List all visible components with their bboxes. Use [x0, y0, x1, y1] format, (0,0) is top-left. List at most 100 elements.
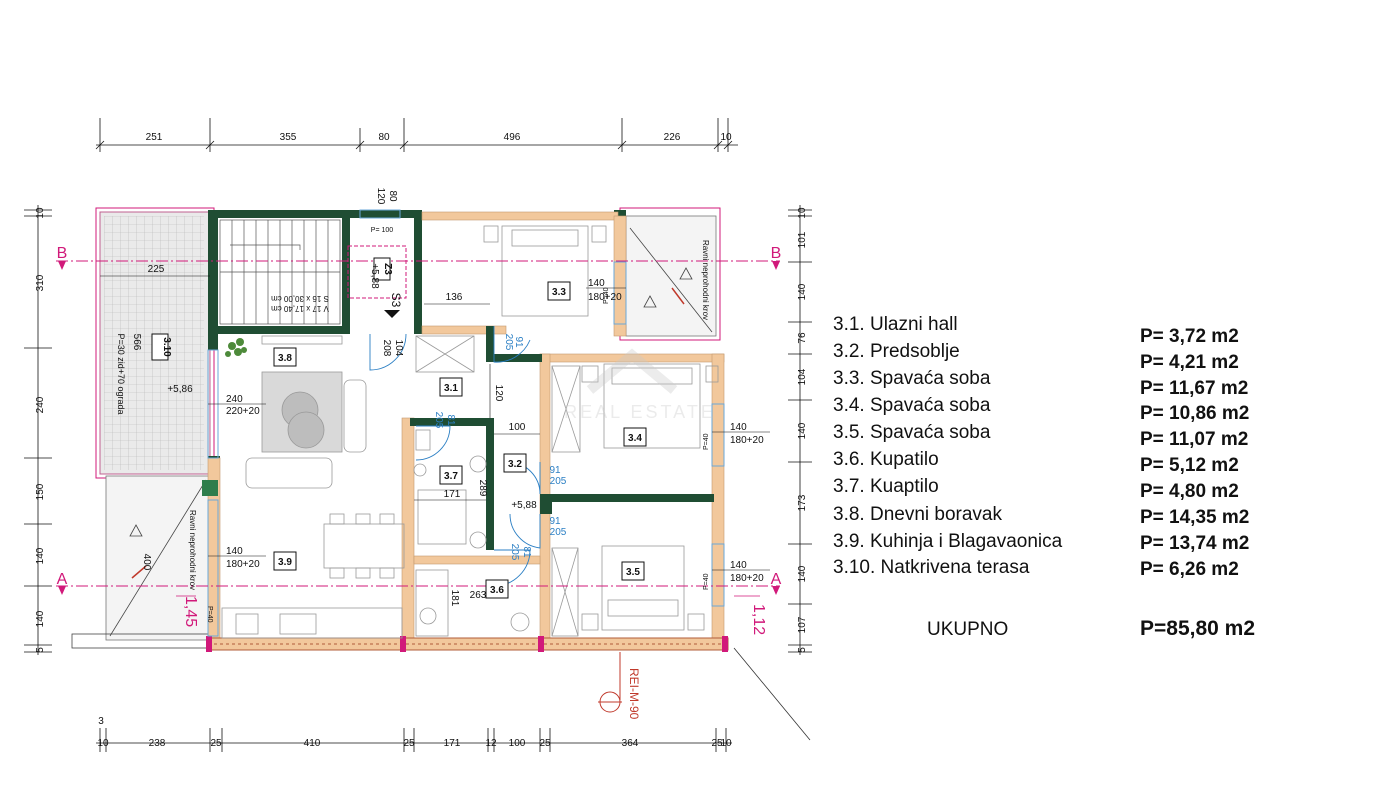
legend-label-5: 3.5. Spavaća soba	[833, 422, 991, 443]
door-hall-width: 91	[513, 336, 524, 348]
dimension-labels-top: 251 355 80 496 226 10	[146, 132, 732, 143]
section-lines	[56, 260, 780, 595]
legend-label-2: 3.2. Predsoblje	[833, 341, 960, 362]
dim-top-4: 496	[504, 132, 521, 143]
dim-right-1: 10	[797, 207, 808, 219]
watermark-text: REAL ESTATE	[564, 402, 716, 422]
room-tags: 3.1 3.2 3.3 3.4 3.5 3.6 3.7 3.8 3.9 3.10…	[151, 257, 647, 599]
door-37-width: 81	[445, 414, 456, 426]
dim-left-1: 10	[35, 207, 46, 219]
door-annotations: 104 208 91 205 81 205 91 205 91 205 81 2…	[381, 334, 567, 561]
room-tag-3-2: 3.2	[508, 459, 522, 470]
window-annotations: 240 220+20 140 180+20 P=40 140 180+20 P=…	[206, 278, 770, 623]
legend-value-10: P= 6,26 m2	[1140, 559, 1239, 580]
dim-top-2: 355	[280, 132, 297, 143]
door-36-width: 81	[521, 546, 532, 558]
dim-parapet: P= 100	[371, 227, 393, 234]
dim-bot-9: 100	[509, 738, 526, 749]
dim-right-3: 140	[797, 283, 808, 300]
dim-right-6: 140	[797, 422, 808, 439]
legend-label-3: 3.3. Spavaća soba	[833, 368, 991, 389]
window-living-dims: 220+20	[226, 406, 260, 417]
watermark-logo: REAL ESTATE	[564, 348, 716, 422]
room-tag-3-6: 3.6	[490, 585, 504, 596]
roof-top-right	[619, 207, 721, 341]
dim-bot-1: 3	[98, 716, 104, 727]
elevation-z3: +5,88	[369, 263, 380, 289]
legend-value-9: P= 13,74 m2	[1140, 533, 1249, 554]
section-marker-a-right: A	[771, 571, 782, 588]
window-35-parapet: P=40	[703, 573, 710, 590]
window-35-size: 140	[730, 560, 747, 571]
elevation-hall: +5,88	[511, 500, 537, 511]
room-tag-z3: Z3	[382, 263, 393, 275]
dim-left-7: 5	[35, 647, 46, 653]
window-33-dims: 180+20	[588, 292, 622, 303]
dim-right-5: 104	[797, 368, 808, 385]
dim-bot-5: 410	[304, 738, 321, 749]
stair-spec-line-2: V 17 x 17,40 cm	[271, 304, 329, 313]
dim-right-9: 107	[797, 616, 808, 633]
room-tag-3-10: 3.10	[161, 337, 172, 357]
dimension-chain-right	[788, 205, 812, 655]
door-hall-height: 205	[503, 334, 514, 351]
elevation-terrace: +5,86	[167, 384, 193, 395]
staircase	[219, 219, 341, 325]
room-tag-3-5: 3.5	[626, 567, 640, 578]
dim-112: 1,12	[750, 604, 767, 635]
dim-bot-7: 171	[444, 738, 461, 749]
dimension-labels-bottom: 3 10 238 25 410 25 171 12 100 25 364 25 …	[97, 716, 732, 749]
dim-bot-3: 238	[149, 738, 166, 749]
dim-136: 136	[446, 292, 463, 303]
room-tag-3-3: 3.3	[552, 287, 566, 298]
stair-spec-line-1: S 16 x 30,00 cm	[271, 294, 329, 303]
window-35-dims: 180+20	[730, 573, 764, 584]
legend-value-8: P= 14,35 m2	[1140, 507, 1249, 528]
legend-value-6: P= 5,12 m2	[1140, 455, 1239, 476]
dimension-labels-right: 10 101 140 76 104 140 173 140 107 5	[797, 207, 808, 653]
section-marker-a-left: A	[57, 571, 68, 588]
window-33-size: 140	[588, 278, 605, 289]
plan-notes: +5,88 +5,86 +5,88 S3 S 16 x 30,00 cm V 1…	[100, 188, 710, 607]
roof-bottom-left	[105, 475, 211, 641]
leader-line	[733, 647, 811, 741]
legend-value-4: P= 10,86 m2	[1140, 403, 1249, 424]
dim-bot-12: 25	[711, 738, 723, 749]
window-kitchen-dims: 180+20	[226, 559, 260, 570]
legend-total-value: P=85,80 m2	[1140, 617, 1255, 640]
legend-label-8: 3.8. Dnevni boravak	[833, 504, 1002, 525]
roof-note-bottom: Ravni neprohodni krov	[188, 510, 197, 590]
window-33-parapet: P=40	[603, 287, 610, 304]
legend-label-6: 3.6. Kupatilo	[833, 449, 939, 470]
roof-note-top: Ravni neprohodni krov	[701, 240, 710, 320]
dim-right-2: 101	[797, 231, 808, 248]
door-37-height: 205	[433, 412, 444, 429]
window-living-size: 240	[226, 394, 243, 405]
section-marker-b-left: B	[57, 245, 68, 262]
room-tag-3-7: 3.7	[444, 471, 458, 482]
dim-263: 263	[470, 590, 487, 601]
dim-171: 171	[444, 489, 461, 500]
dim-bot-10: 25	[539, 738, 551, 749]
legend-value-5: P= 11,07 m2	[1140, 429, 1248, 450]
dim-100: 100	[509, 422, 526, 433]
dim-roof-diagonal: 400	[141, 554, 152, 571]
legend-label-10: 3.10. Natkrivena terasa	[833, 557, 1030, 578]
legend-value-1: P= 3,72 m2	[1140, 326, 1239, 347]
dim-120b: 120	[375, 188, 386, 205]
room-tag-3-8: 3.8	[278, 353, 292, 364]
dim-top-5: 226	[664, 132, 681, 143]
void-z3	[347, 245, 407, 299]
legend-label-4: 3.4. Spavaća soba	[833, 395, 991, 416]
stair-label-s3: S3	[389, 293, 403, 308]
dim-left-6: 140	[35, 610, 46, 627]
dim-left-3: 240	[35, 396, 46, 413]
dim-left-4: 150	[35, 483, 46, 500]
door-36-height: 205	[509, 544, 520, 561]
dim-80: 80	[387, 190, 398, 202]
window-34-parapet: P=40	[703, 433, 710, 450]
dim-289: 289	[477, 480, 488, 497]
terrace-railing-note: P=30 zid+70 ograda	[116, 333, 126, 414]
dim-right-8: 140	[797, 565, 808, 582]
legend-value-2: P= 4,21 m2	[1140, 352, 1239, 373]
